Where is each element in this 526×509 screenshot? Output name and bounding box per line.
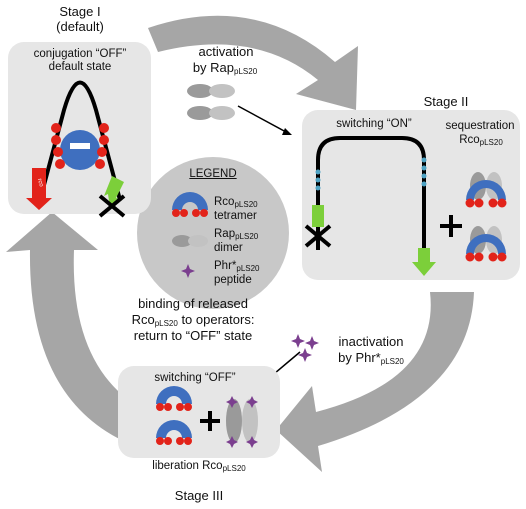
legend-phr-name: Phr*pLS20 xyxy=(214,260,260,275)
legend-phr-sub: pLS20 xyxy=(236,264,260,273)
free-phr-peptides xyxy=(291,334,319,362)
legend-rap-name: RappLS20 xyxy=(214,228,258,243)
stage3-rap-phr-complex xyxy=(226,396,258,448)
stage1-rco-tetramer xyxy=(51,123,109,170)
stage1-rco-gene-arrow: rco xyxy=(26,168,52,210)
return-operators-text: to operators: xyxy=(177,312,255,327)
stage1-subtitle: (default) xyxy=(56,19,104,34)
legend-rco-sub: pLS20 xyxy=(234,200,258,209)
cycle-arrow-top xyxy=(148,15,358,111)
activation-line1: activation xyxy=(198,44,254,59)
stage2-plus-v xyxy=(449,215,453,237)
inactivation-by-phr: by Phr* xyxy=(338,350,381,365)
stage2-operator-sites xyxy=(315,157,427,191)
return-rco-text: Rco xyxy=(131,312,155,327)
stage1-title: Stage I xyxy=(59,4,101,19)
legend-rco-text: Rco xyxy=(214,196,235,208)
stage2-rco-text: Rco xyxy=(459,134,480,146)
stage1-caption-line2: default state xyxy=(48,61,112,73)
stage2-rco-rap-complex-1 xyxy=(465,172,507,208)
stage2-rco-sub: pLS20 xyxy=(479,138,503,147)
legend-rap-sub: pLS20 xyxy=(235,232,259,241)
stage2-title: Stage II xyxy=(423,94,469,109)
stage1-caption-line1: conjugation “OFF” xyxy=(33,48,127,60)
activation-rap-sub: pLS20 xyxy=(234,67,258,76)
stage2-sequestration: sequestration xyxy=(445,120,515,132)
stage2-rap-gene-arrow xyxy=(412,248,436,276)
stage3-plus-v xyxy=(208,411,212,431)
legend-phr-desc: peptide xyxy=(214,274,252,286)
rap-dimer-2 xyxy=(187,106,235,120)
return-line1: binding of released xyxy=(138,296,248,311)
stage3-rco-tetramer-2 xyxy=(156,420,192,445)
stage3-liberation-sub: pLS20 xyxy=(222,464,246,473)
stage2-dna-open xyxy=(316,136,426,250)
stage3-caption: switching “OFF” xyxy=(154,372,236,384)
legend-rco-desc: tetramer xyxy=(214,210,257,222)
legend-title: LEGEND xyxy=(189,168,237,180)
inactivation-line1: inactivation xyxy=(338,334,404,349)
stage1-dna-loop xyxy=(38,80,122,201)
stage3-liberation-text: liberation Rco xyxy=(152,460,223,472)
legend-phr-symbol xyxy=(181,264,195,278)
inactivation-line2: by Phr*pLS20 xyxy=(326,350,416,369)
stage3-rco-tetramer-1 xyxy=(156,386,192,411)
cycle-arrow-right xyxy=(276,292,474,472)
legend-circle xyxy=(137,157,289,309)
stage1-box xyxy=(8,42,151,214)
legend-rap-symbol xyxy=(172,235,208,247)
cycle-arrow-left xyxy=(6,212,134,444)
legend-rco-name: RcopLS20 xyxy=(214,196,258,211)
stage1-rco-gene-label: rco xyxy=(36,178,44,188)
return-line2: RcopLS20 to operators: xyxy=(98,312,288,331)
stage2-rco-rap-complex-2 xyxy=(465,226,507,262)
stage1-rap-gene-arrow xyxy=(98,176,126,218)
stage3-liberation: liberation RcopLS20 xyxy=(134,460,264,475)
free-rap-dimers xyxy=(187,84,235,120)
legend-phr-text: Phr* xyxy=(214,260,237,272)
activation-arrow xyxy=(237,105,287,133)
rap-dimer-1 xyxy=(187,84,235,98)
legend-rap-desc: dimer xyxy=(214,242,243,254)
legend-rap-text: Rap xyxy=(214,228,236,240)
legend-rco-symbol xyxy=(172,192,208,217)
stage2-caption: switching “ON” xyxy=(336,118,412,130)
stage3-title: Stage III xyxy=(174,488,224,503)
return-rco-sub: pLS20 xyxy=(154,319,178,328)
activation-line2: by RappLS20 xyxy=(180,60,270,79)
activation-by-rap: by Rap xyxy=(192,60,235,75)
inactivation-phr-sub: pLS20 xyxy=(380,357,404,366)
stage2-rco-label: RcopLS20 xyxy=(446,134,516,149)
activation-arrowhead xyxy=(282,128,292,135)
return-line3: return to “OFF” state xyxy=(133,328,253,343)
stage2-rco-gene-arrow xyxy=(304,205,332,248)
